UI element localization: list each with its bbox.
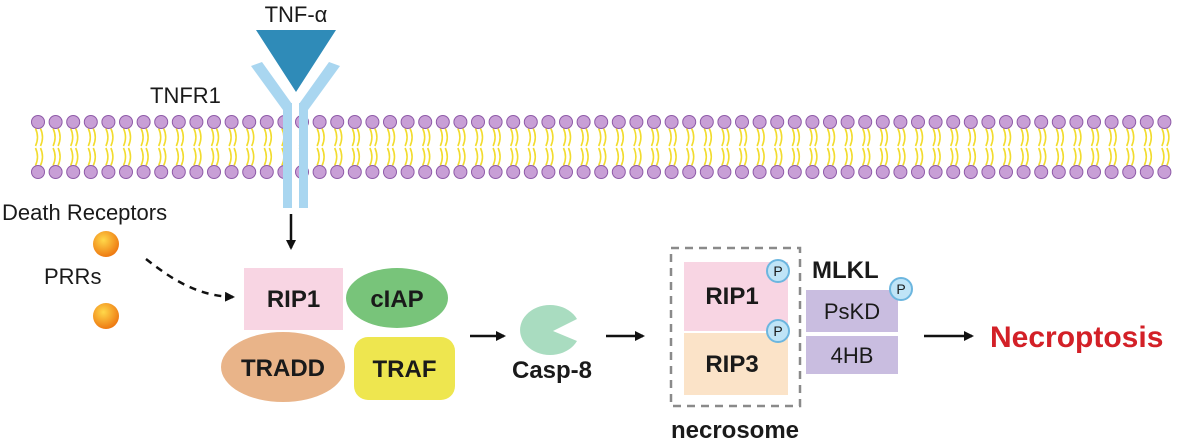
tradd-ellipse (221, 332, 345, 402)
tnfr1-label: TNFR1 (150, 83, 221, 108)
inducer-dashed-arrow (145, 258, 235, 302)
casp8-label: Casp-8 (512, 357, 592, 384)
pskd-label: PsKD (824, 299, 880, 324)
necrosome-box (669, 246, 802, 408)
4hb-label: 4HB (831, 343, 874, 368)
tradd-label: TRADD (241, 355, 325, 382)
mlkl-phospho-icon: P (889, 277, 913, 301)
rip1-box (244, 268, 343, 330)
necrosome-label: necrosome (671, 417, 799, 444)
necrosome-rip3-box (684, 333, 788, 395)
necroptosis-label: Necroptosis (990, 321, 1163, 354)
tnf-alpha-label: TNF-α (265, 2, 328, 27)
death-receptors-label: Death Receptors (2, 200, 167, 225)
prr-ball-icon (93, 303, 119, 329)
svg-text:P: P (896, 281, 905, 297)
traf-box (354, 337, 455, 400)
necrosome-rip3-label: RIP3 (705, 351, 758, 378)
4hb-box (806, 336, 898, 374)
lipid-bilayer-membrane (31, 115, 1172, 179)
svg-text:P: P (773, 323, 782, 339)
rip1-phospho-icon: P (766, 259, 790, 283)
ciap-label: cIAP (370, 286, 423, 313)
pskd-box (806, 290, 898, 332)
ciap-ellipse (346, 268, 448, 328)
necrosome-rip1-label: RIP1 (705, 283, 758, 310)
prrs-label: PRRs (44, 264, 101, 289)
casp8-icon (520, 304, 577, 355)
tnf-alpha-ligand-icon (256, 30, 336, 92)
mlkl-label: MLKL (812, 257, 879, 284)
tnfr1-receptor-icon (251, 62, 340, 208)
traf-label: TRAF (373, 356, 437, 383)
rip3-phospho-icon: P (766, 319, 790, 343)
rip1-label: RIP1 (267, 286, 320, 313)
death-receptor-ball-icon (93, 231, 119, 257)
svg-text:P: P (773, 263, 782, 279)
